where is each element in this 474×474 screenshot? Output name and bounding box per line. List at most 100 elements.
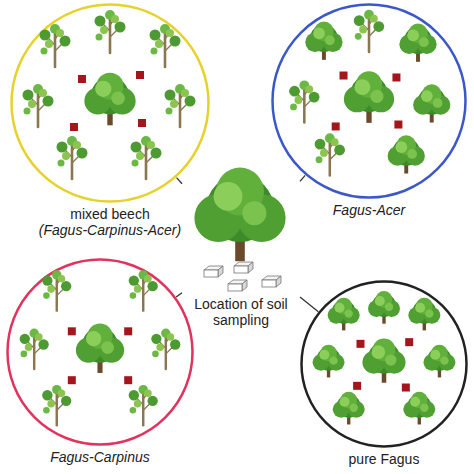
stand-label: pure Fagus — [319, 451, 449, 467]
stand-label: mixed beech(Fagus-Carpinus-Acer) — [20, 206, 200, 238]
tree-leaves — [167, 333, 175, 341]
tree-leaves — [181, 89, 189, 97]
beech-tree — [368, 291, 400, 324]
tree-leaves — [60, 36, 71, 47]
box-side — [242, 280, 247, 291]
soil-sample-box — [204, 266, 223, 277]
tree-leaves — [151, 48, 158, 55]
tree-leaves — [58, 275, 66, 283]
tree-crown — [339, 397, 349, 407]
forest-stand-circle: Fagus-Acer — [271, 3, 467, 199]
beech-tree — [344, 71, 394, 123]
forest-stand-circle: pure Fagus — [300, 280, 468, 448]
tree-crown — [440, 356, 448, 364]
stand-trees — [23, 10, 196, 179]
tree-leaves — [147, 396, 157, 406]
broadleaf-tree — [42, 385, 71, 425]
sampling-point — [392, 73, 400, 81]
tree-leaves — [45, 40, 53, 48]
stand-circle — [302, 282, 467, 447]
beech-tree — [423, 345, 455, 378]
tree-leaves — [136, 152, 144, 160]
stand-outline — [10, 3, 210, 203]
tree-leaves — [56, 29, 64, 37]
beech-tree — [403, 392, 435, 425]
tree-leaves — [144, 390, 152, 398]
box-side — [248, 262, 253, 273]
tree-leaves — [165, 90, 176, 101]
tree-leaves — [144, 275, 152, 283]
tree-leaves — [42, 390, 52, 400]
sampling-point — [68, 376, 76, 384]
soil-sample-box — [234, 262, 253, 273]
tree-leaves — [134, 400, 142, 408]
tree-leaves — [170, 100, 178, 108]
tree-trunk — [164, 31, 167, 67]
tree-leaves — [166, 29, 174, 37]
tree-leaves — [77, 148, 88, 159]
sampling-point — [353, 382, 361, 390]
broadleaf-tree — [131, 136, 162, 179]
stand-outline — [300, 280, 468, 448]
tree-trunk — [142, 391, 144, 425]
tree-leaves — [35, 333, 43, 341]
tree-leaves — [295, 96, 303, 104]
tree-crown — [329, 356, 337, 364]
box-side — [218, 266, 223, 277]
tree-leaves — [38, 339, 48, 349]
beech-tree — [413, 84, 450, 122]
tree-leaves — [370, 15, 378, 23]
tree-crown — [425, 309, 433, 317]
tree-leaves — [100, 26, 108, 34]
sampling-point — [405, 338, 413, 346]
tree-crown — [421, 90, 433, 102]
tree-crown — [407, 149, 417, 159]
sampling-label: Location of soil sampling — [182, 296, 300, 328]
soil-sample-box — [228, 280, 247, 291]
connector-line — [176, 293, 182, 297]
tree-leaves — [150, 30, 161, 41]
tree-crown — [111, 92, 125, 106]
sampling-scheme: Location of soil sampling — [182, 168, 300, 332]
broadleaf-tree — [95, 10, 126, 53]
tree-leaves — [42, 275, 52, 285]
tree-leaves — [290, 103, 297, 110]
tree-leaves — [43, 292, 50, 299]
broadleaf-tree — [315, 133, 345, 175]
box-front — [204, 270, 218, 277]
sampling-point — [356, 340, 364, 348]
tree-trunk — [145, 143, 148, 179]
box-side — [276, 276, 281, 287]
tree-leaves — [134, 285, 142, 293]
tree-leaves — [95, 16, 106, 27]
tree-leaves — [131, 142, 142, 153]
tree-leaves — [47, 400, 55, 408]
tree-crown — [86, 331, 101, 346]
tree-leaves — [24, 108, 31, 115]
soil-sample-box — [262, 276, 281, 287]
forest-stand-circle: Fagus-Carpinus — [6, 258, 194, 446]
tree-trunk — [303, 87, 306, 122]
beech-tree — [194, 168, 285, 262]
beech-tree — [328, 298, 360, 331]
stand-name: pure Fagus — [319, 451, 449, 467]
tree-leaves — [315, 139, 326, 150]
tree-crown — [242, 201, 266, 225]
beech-tree — [84, 73, 135, 126]
tree-leaves — [40, 30, 51, 41]
sampling-point — [78, 75, 86, 83]
tree-leaves — [28, 100, 36, 108]
tree-leaves — [58, 160, 65, 167]
forest-stand-circle: mixed beech(Fagus-Carpinus-Acer) — [10, 3, 210, 203]
beech-tree — [399, 24, 436, 62]
stand-label: Fagus-Carpinus — [30, 449, 170, 465]
tree-leaves — [41, 48, 48, 55]
tree-leaves — [185, 96, 196, 107]
tree-trunk — [179, 91, 182, 127]
tree-crown — [410, 397, 420, 407]
tree-crown — [325, 35, 335, 45]
tree-trunk — [142, 277, 144, 311]
tree-crown — [385, 354, 396, 365]
stand-name: Fagus-Carpinus — [30, 449, 170, 465]
